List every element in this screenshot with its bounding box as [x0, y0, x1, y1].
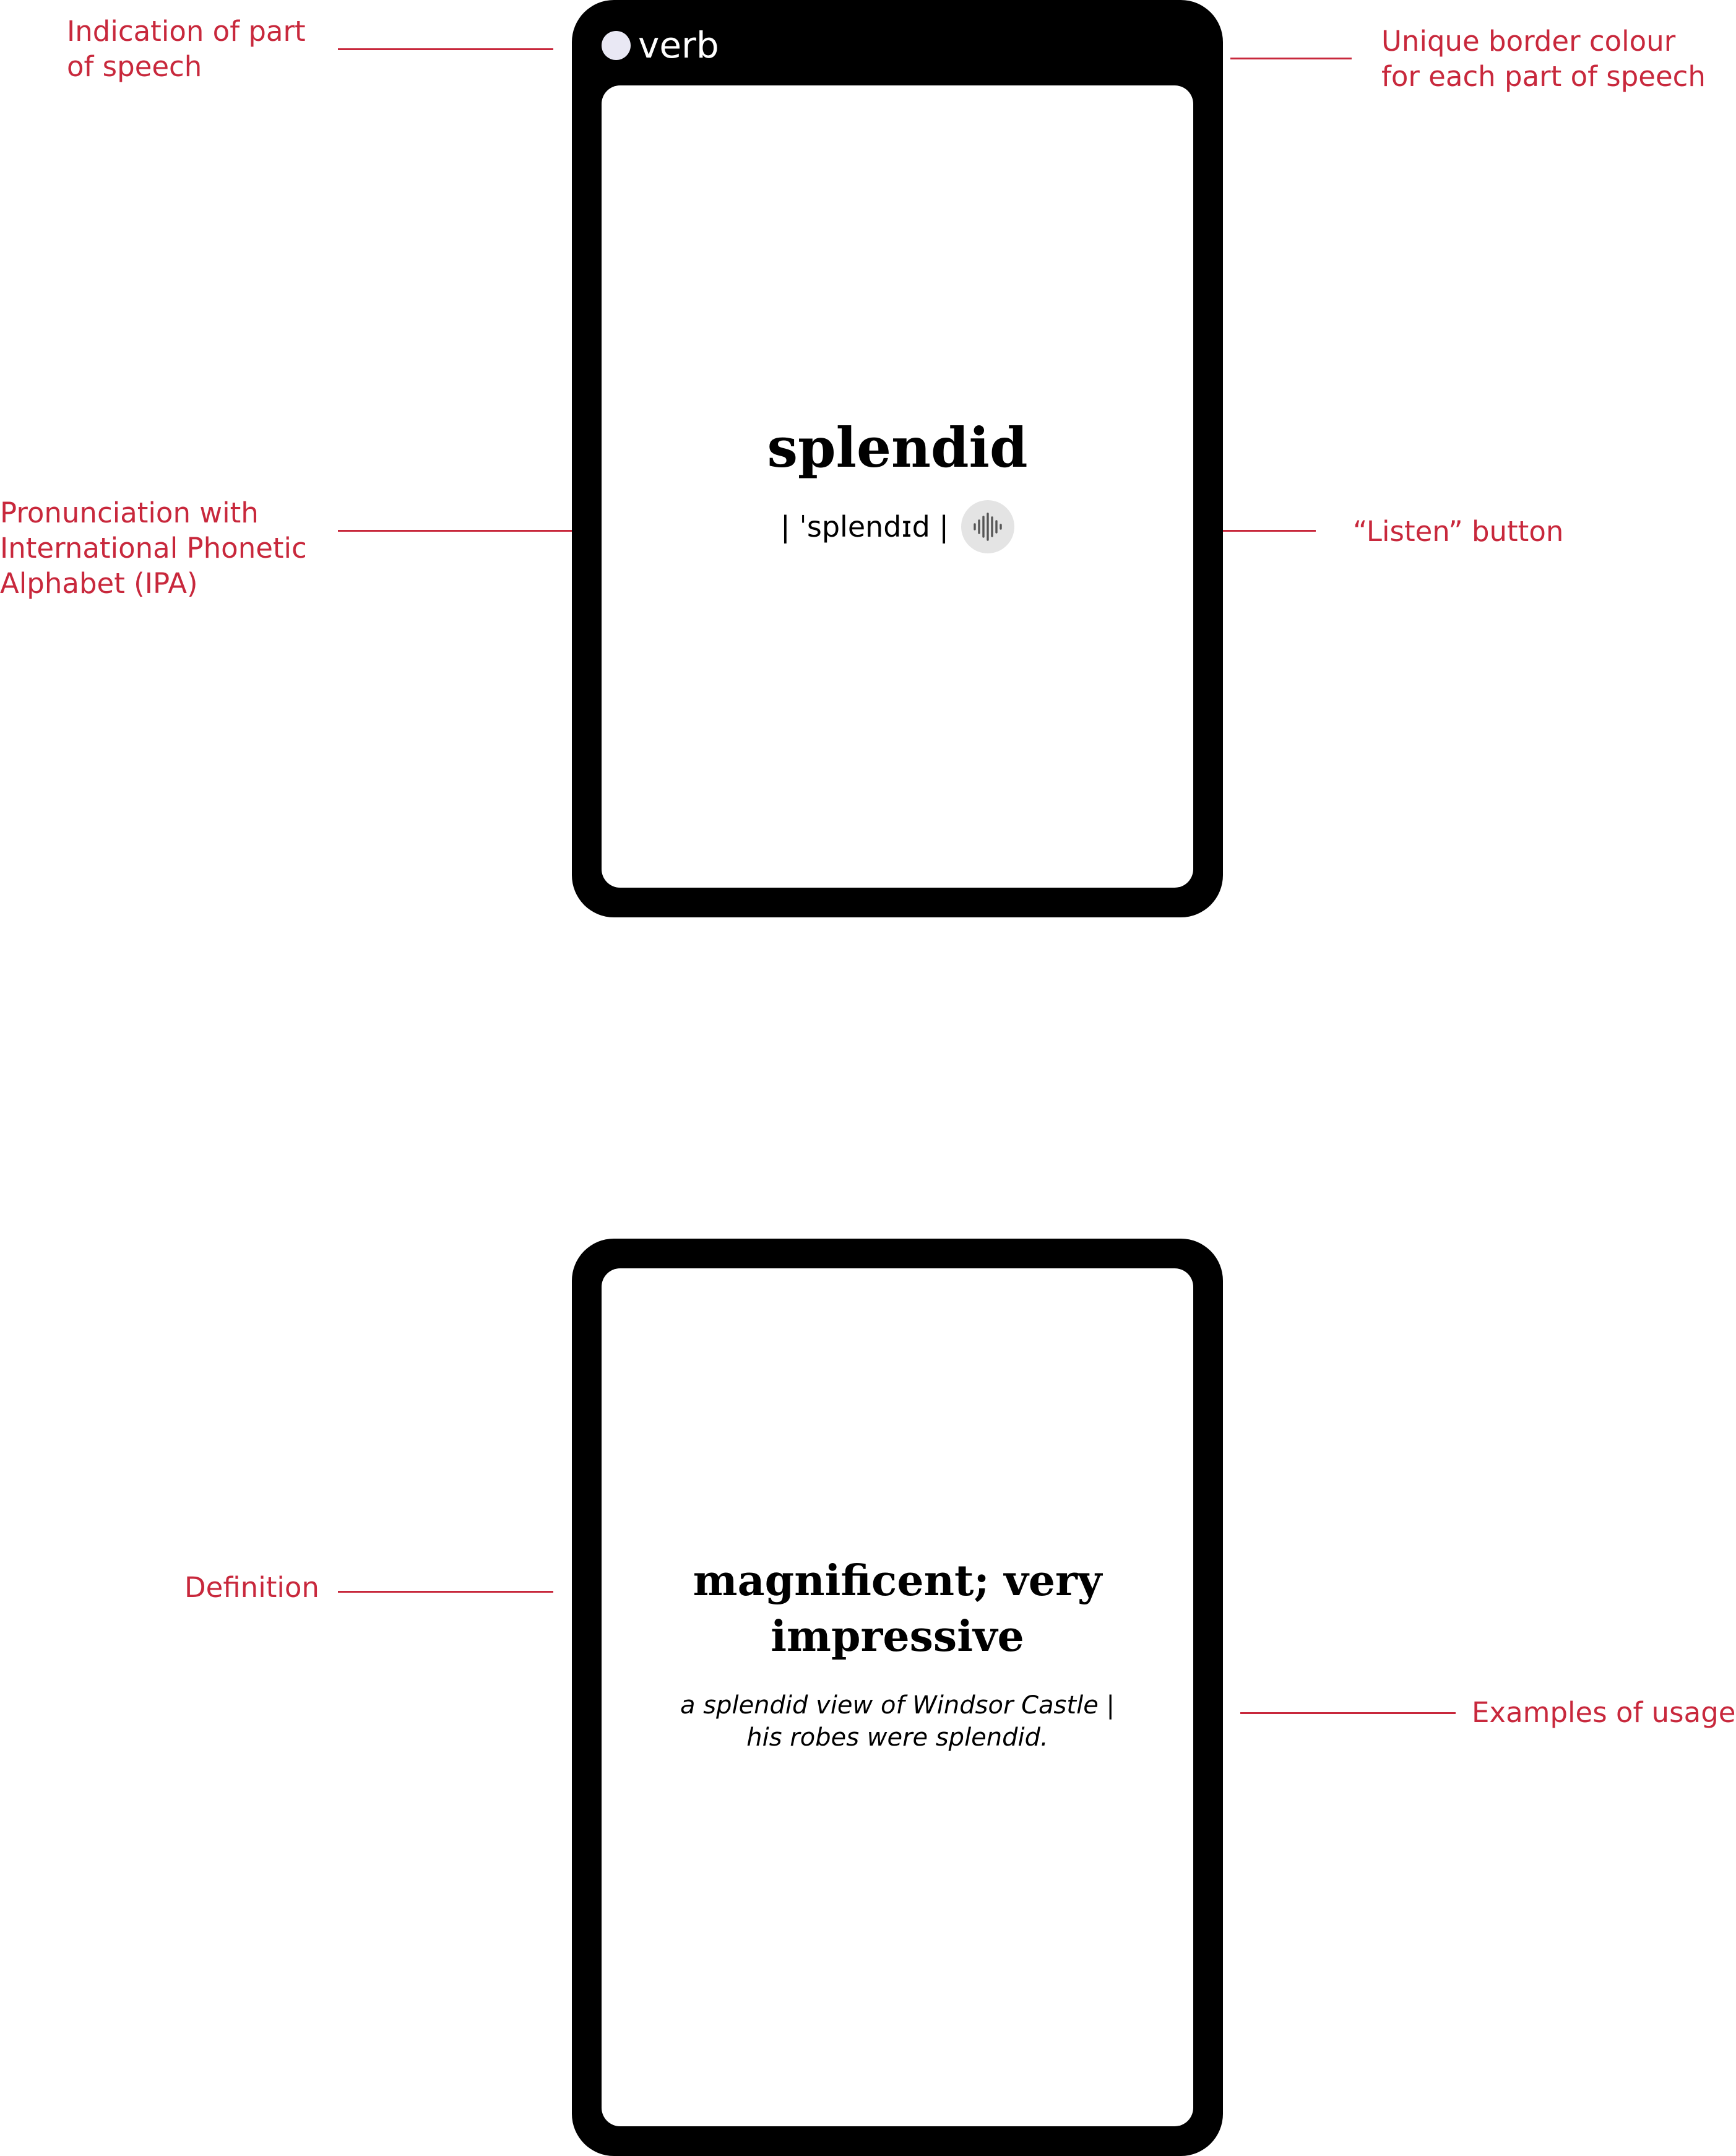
usage-example-line1: a splendid view of Windsor Castle | — [680, 1691, 1115, 1720]
pronunciation-row: | ˈsplendɪd | — [602, 500, 1193, 553]
definition-text: magnificent; very impressive — [693, 1556, 1102, 1661]
leader-pronunciation — [338, 530, 759, 532]
annotation-part-of-speech: Indication of part of speech — [67, 14, 306, 84]
annotation-listen-label: “Listen” button — [1353, 515, 1564, 548]
annotation-border-colour-line2: for each part of speech — [1381, 60, 1706, 93]
part-of-speech-badge: verb — [602, 24, 719, 67]
annotation-definition: Definition — [184, 1570, 319, 1605]
part-of-speech-label: verb — [638, 24, 719, 66]
annotation-examples: Examples of usage — [1472, 1695, 1735, 1730]
part-of-speech-dot-icon — [602, 30, 631, 60]
annotation-border-colour: Unique border colour for each part of sp… — [1381, 24, 1706, 94]
leader-examples — [1240, 1712, 1456, 1714]
card-front-content: splendid | ˈsplendɪd | — [602, 85, 1193, 888]
usage-examples: a splendid view of Windsor Castle | his … — [639, 1689, 1156, 1754]
annotation-examples-label: Examples of usage — [1472, 1696, 1736, 1729]
annotation-definition-label: Definition — [184, 1571, 319, 1604]
leader-part-of-speech — [338, 48, 553, 50]
card-back-content: magnificent; very impressive a splendid … — [602, 1268, 1193, 2126]
listen-button[interactable] — [961, 500, 1014, 553]
leader-border-colour — [1230, 58, 1352, 59]
usage-example-line2: his robes were splendid. — [746, 1723, 1048, 1752]
word-card-front[interactable]: verb splendid | ˈsplendɪd | — [572, 0, 1223, 917]
annotation-part-of-speech-line1: Indication of part — [67, 15, 306, 48]
annotation-border-colour-line1: Unique border colour — [1381, 25, 1676, 58]
word-card-back[interactable]: magnificent; very impressive a splendid … — [572, 1239, 1223, 2156]
annotation-listen: “Listen” button — [1353, 514, 1563, 549]
waveform-icon — [974, 513, 1002, 541]
annotation-pronunciation-line2: International Phonetic — [0, 532, 307, 565]
leader-definition — [338, 1591, 553, 1593]
annotation-pronunciation-line3: Alphabet (IPA) — [0, 567, 198, 600]
annotation-pronunciation: Pronunciation with International Phoneti… — [0, 495, 307, 601]
annotation-pronunciation-line1: Pronunciation with — [0, 496, 259, 529]
headword: splendid — [767, 415, 1028, 480]
annotation-part-of-speech-line2: of speech — [67, 50, 202, 83]
ipa-pronunciation: | ˈsplendɪd | — [780, 510, 949, 543]
